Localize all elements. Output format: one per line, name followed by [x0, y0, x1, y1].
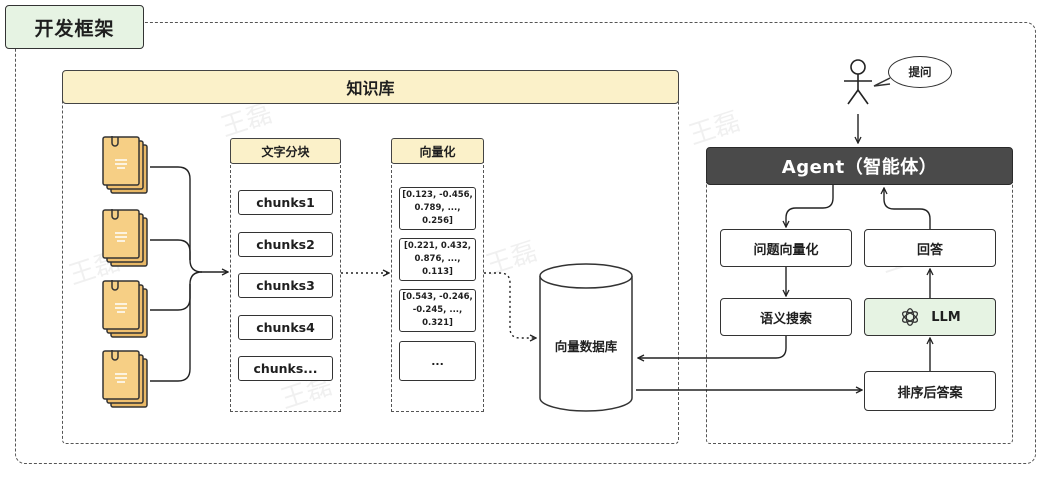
chunk-box: chunks...: [238, 356, 333, 381]
vector-database-icon: [539, 263, 633, 412]
llm-label: LLM: [931, 309, 961, 325]
vector-box: [0.543, -0.246,-0.245, ..., 0.321]: [399, 289, 476, 332]
vectorization-panel: [391, 160, 484, 412]
framework-label: 开发框架: [5, 5, 144, 49]
person-icon: [844, 59, 872, 105]
openai-logo-icon: [902, 308, 919, 326]
vector-box: [0.123, -0.456,0.789, ..., 0.256]: [399, 187, 476, 230]
bubble-tail: [873, 77, 891, 87]
knowledge-base-container: [62, 98, 679, 444]
llm-box: LLM: [864, 298, 996, 336]
document-stack-icon: [102, 136, 148, 194]
agent-container: [706, 182, 1013, 444]
question-vectorize-box: 问题向量化: [720, 229, 852, 267]
answer-box: 回答: [864, 229, 996, 267]
vector-database-label: 向量数据库: [554, 339, 618, 354]
framework-container: [15, 22, 1036, 464]
semantic-search-box: 语义搜索: [720, 298, 852, 336]
chunk-box: chunks4: [238, 315, 333, 340]
agent-title: Agent（智能体）: [706, 147, 1013, 185]
knowledge-base-title: 知识库: [62, 70, 679, 104]
text-split-panel: [230, 160, 341, 412]
chunk-box: chunks1: [238, 190, 333, 215]
vector-box-more: ...: [399, 341, 476, 381]
chunk-box: chunks3: [238, 273, 333, 298]
document-stack-icon: [102, 209, 148, 267]
vector-box: [0.221, 0.432,0.876, ..., 0.113]: [399, 238, 476, 281]
vectorization-title: 向量化: [391, 138, 484, 164]
document-stack-icon: [102, 350, 148, 408]
text-split-title: 文字分块: [230, 138, 341, 164]
rerank-answer-box: 排序后答案: [864, 371, 996, 411]
document-stack-icon: [102, 280, 148, 338]
question-bubble: 提问: [888, 56, 952, 88]
chunk-box: chunks2: [238, 232, 333, 257]
